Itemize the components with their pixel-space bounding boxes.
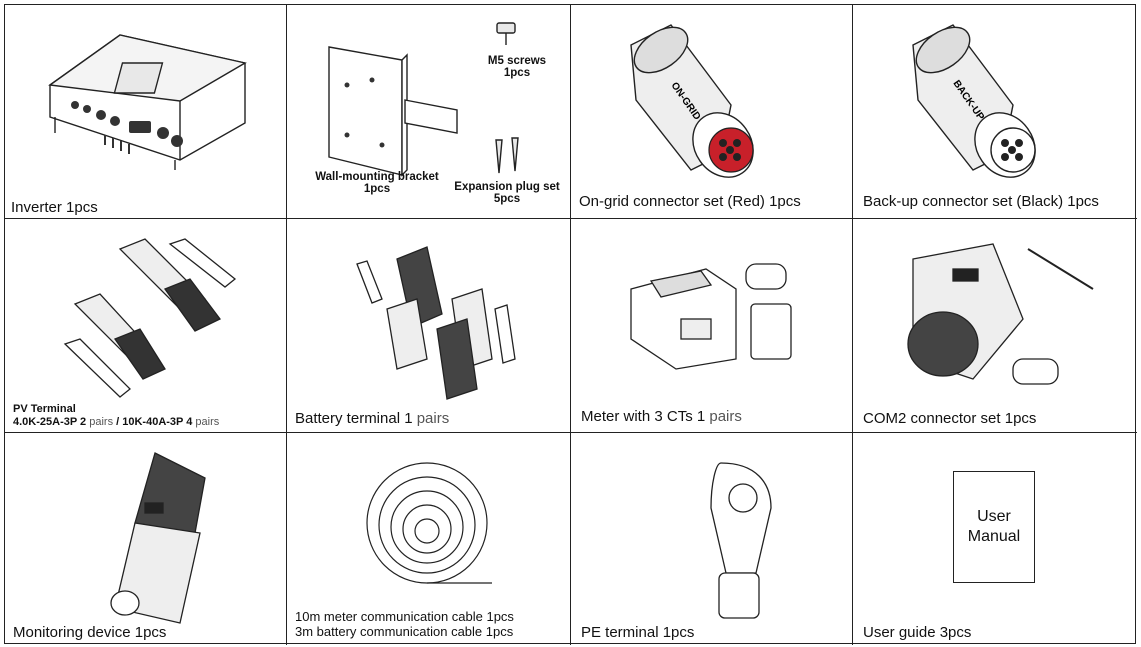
cell-on-grid-connector: ON-GRID On-grid connector set (Red) 1pcs xyxy=(571,5,853,219)
pe-terminal-illustration xyxy=(710,462,772,619)
cell-pe-terminal: PE terminal 1pcs xyxy=(571,433,853,645)
monitoring-device-illustration xyxy=(110,452,206,624)
cable-coil-illustration xyxy=(366,462,492,584)
cell-inverter: Inverter 1pcs xyxy=(5,5,287,219)
user-guide-label: User guide 3pcs xyxy=(863,624,972,641)
com2-connector-illustration xyxy=(907,243,1094,385)
com2-label: COM2 connector set 1pcs xyxy=(863,410,1037,427)
cell-pv-terminal: PV Terminal 4.0K-25A-3P 2 pairs / 10K-40… xyxy=(5,219,287,433)
meter-label: Meter with 3 CTs 1 pairs xyxy=(581,408,742,425)
cell-wall-bracket: M5 screws 1pcs Wall-mounting bracket 1pc… xyxy=(287,5,571,219)
pv-detail-d: pairs xyxy=(195,416,220,428)
pv-detail-a: 4.0K-25A-3P 2 xyxy=(13,416,90,428)
backup-connector-illustration: BACK-UP xyxy=(912,24,1036,178)
user-manual-booklet: User Manual xyxy=(953,471,1035,583)
cable-line-1: 10m meter communication cable 1pcs xyxy=(295,609,514,624)
cell-user-guide: User Manual User guide 3pcs xyxy=(853,433,1137,645)
meter-label-a: Meter with 3 CTs 1 xyxy=(581,408,710,425)
pv-terminal-title: PV Terminal xyxy=(13,403,76,415)
plugs-label: Expansion plug set 5pcs xyxy=(454,181,560,205)
pv-terminal-label: PV Terminal 4.0K-25A-3P 2 pairs / 10K-40… xyxy=(13,403,219,429)
cell-com2-connector: COM2 connector set 1pcs xyxy=(853,219,1137,433)
battery-label-b: pairs xyxy=(416,410,450,427)
pv-terminal-illustration xyxy=(63,238,237,398)
pv-detail-b: pairs xyxy=(89,416,114,428)
inverter-label: Inverter 1pcs xyxy=(11,199,98,216)
pv-detail-c: / 10K-40A-3P 4 xyxy=(113,416,196,428)
screws-label: M5 screws 1pcs xyxy=(487,55,547,79)
cell-monitoring-device: Monitoring device 1pcs xyxy=(5,433,287,645)
on-grid-label: On-grid connector set (Red) 1pcs xyxy=(579,193,801,210)
cell-comm-cables: 10m meter communication cable 1pcs 3m ba… xyxy=(287,433,571,645)
cell-battery-terminal: Battery terminal 1 pairs xyxy=(287,219,571,433)
battery-terminal-label: Battery terminal 1 pairs xyxy=(295,410,449,427)
monitoring-label: Monitoring device 1pcs xyxy=(13,624,167,641)
backup-label: Back-up connector set (Black) 1pcs xyxy=(863,193,1099,210)
pv-terminal-detail: 4.0K-25A-3P 2 pairs / 10K-40A-3P 4 pairs xyxy=(13,416,219,429)
cable-line-2: 3m battery communication cable 1pcs xyxy=(295,624,514,639)
meter-illustration xyxy=(630,263,792,370)
cell-meter: Meter with 3 CTs 1 pairs xyxy=(571,219,853,433)
battery-label-a: Battery terminal 1 xyxy=(295,410,417,427)
battery-terminal-illustration xyxy=(356,246,516,400)
bracket-label: Wall-mounting bracket 1pcs xyxy=(315,171,439,195)
inverter-illustration xyxy=(48,34,247,170)
pe-terminal-label: PE terminal 1pcs xyxy=(581,624,695,641)
cell-backup-connector: BACK-UP Back-up connector set (Black) 1p… xyxy=(853,5,1137,219)
packing-list-grid: Inverter 1pcs M5 screws 1pcs Wall-mounti… xyxy=(4,4,1137,645)
bracket-illustration xyxy=(328,22,519,177)
meter-label-b: pairs xyxy=(709,408,742,425)
on-grid-connector-illustration: ON-GRID xyxy=(630,24,754,178)
